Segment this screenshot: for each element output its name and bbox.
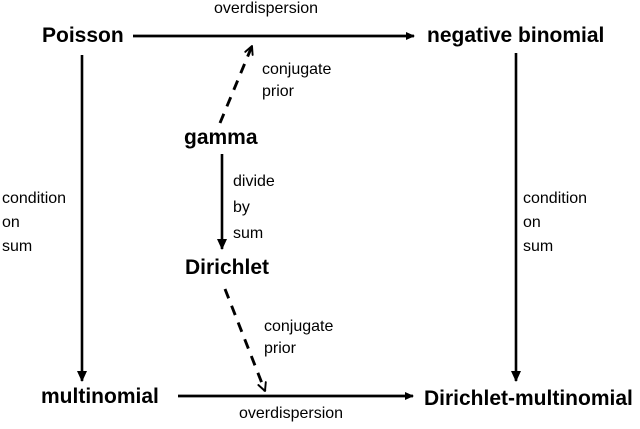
node-poisson: Poisson [42,24,124,47]
edge-label-conjugate-prior-top: conjugate prior [262,61,332,100]
node-multinomial: multinomial [41,385,159,408]
node-dirichlet: Dirichlet [185,256,270,279]
edge-label-condition-on-sum-left: condition on sum [2,190,67,255]
edge-dirichlet-conjugate-prior [223,288,267,392]
node-gamma: gamma [184,126,258,149]
edge-label-overdispersion-top: overdispersion [214,0,319,17]
edge-label-condition-on-sum-right: condition on sum [523,190,588,255]
edge-gamma-conjugate-prior [218,45,254,124]
node-dirichlet-multinomial: Dirichlet-multinomial [424,387,633,410]
edge-label-conjugate-prior-bottom: conjugate prior [264,318,334,357]
edge-label-divide-by-sum: divide by sum [233,173,275,242]
edge-label-overdispersion-bottom: overdispersion [239,405,344,422]
node-negative-binomial: negative binomial [427,24,605,47]
